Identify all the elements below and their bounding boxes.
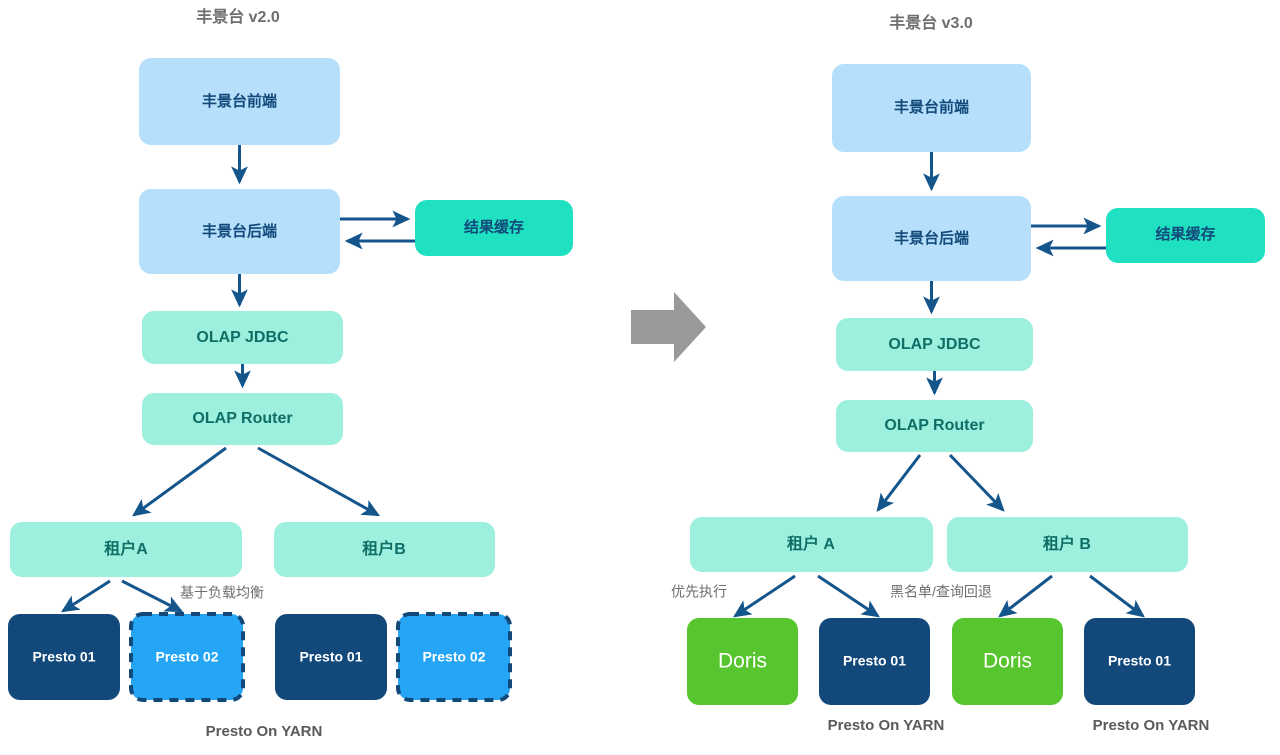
footer-presto-on-yarn-v2: Presto On YARN (206, 723, 323, 740)
node-frontend-v2[interactable]: 丰景台前端 (139, 58, 340, 145)
node-olap-router-v2[interactable]: OLAP Router (142, 393, 343, 445)
node-tenant-a-v2-label: 租户A (104, 539, 148, 558)
node-olap-router-v2-shape (142, 393, 343, 445)
node-presto02-b-v2-label: Presto 02 (422, 649, 485, 665)
edge-label-load-balance-v2: 基于负载均衡 (180, 585, 264, 601)
node-tenant-b-v3-label: 租户 B (1043, 534, 1091, 553)
node-tenant-a-v3-shape (690, 517, 933, 572)
edge-tenant-a-to-presto01-v3 (817, 574, 880, 618)
edge-router-to-tenant-a-v3 (876, 454, 922, 512)
panel-v2: 丰景台 v2.0 丰景台前端 丰景台后端 结果缓存 OLAP JDBC (8, 7, 573, 740)
node-tenant-a-v3-label: 租户 A (787, 534, 835, 553)
panel-title-v3: 丰景台 v3.0 (889, 13, 973, 32)
node-presto01-b-v3[interactable]: Presto 01 (1084, 618, 1195, 705)
node-olap-jdbc-v3[interactable]: OLAP JDBC (836, 318, 1033, 371)
node-frontend-v2-label: 丰景台前端 (202, 92, 277, 110)
node-presto01-a-v3-shape (819, 618, 930, 705)
node-doris-a-v3-shape (687, 618, 798, 705)
node-backend-v2[interactable]: 丰景台后端 (139, 189, 340, 274)
node-tenant-a-v3[interactable]: 租户 A (690, 517, 933, 572)
node-presto01-a-v2-shape (8, 614, 120, 700)
node-presto02-b-v2[interactable]: Presto 02 (396, 612, 512, 702)
node-tenant-b-v3-shape (947, 517, 1188, 572)
node-backend-v3[interactable]: 丰景台后端 (832, 196, 1031, 281)
node-backend-v3-shape (832, 196, 1031, 281)
right-arrow-icon-shape (631, 292, 706, 362)
node-olap-router-v3[interactable]: OLAP Router (836, 400, 1033, 452)
node-tenant-b-v3[interactable]: 租户 B (947, 517, 1188, 572)
node-tenant-b-v2[interactable]: 租户B (274, 522, 495, 577)
node-backend-v2-shape (139, 189, 340, 274)
edge-tenant-a-to-presto02-v2 (121, 579, 184, 613)
footer-presto-on-yarn-b-v3: Presto On YARN (1093, 717, 1210, 734)
node-presto01-b-v2[interactable]: Presto 01 (275, 614, 387, 700)
edge-tenant-a-to-doris-v3 (733, 574, 796, 618)
node-frontend-v2-shape (139, 58, 340, 145)
node-olap-router-v3-label: OLAP Router (884, 417, 984, 434)
node-frontend-v3-shape (832, 64, 1031, 152)
node-frontend-v3-label: 丰景台前端 (894, 98, 969, 116)
edge-router-to-tenant-b-v3 (948, 453, 1005, 512)
node-presto01-b-v3-shape (1084, 618, 1195, 705)
node-presto01-b-v2-label: Presto 01 (299, 649, 362, 665)
edge-tenant-b-to-doris-v3 (998, 574, 1053, 618)
node-olap-jdbc-v3-shape (836, 318, 1033, 371)
node-presto02-a-v2[interactable]: Presto 02 (129, 612, 245, 702)
node-doris-a-v3[interactable]: Doris (687, 618, 798, 705)
node-olap-router-v2-label: OLAP Router (192, 410, 292, 427)
node-presto02-b-v2-shape (396, 612, 512, 702)
node-cache-v3-label: 结果缓存 (1155, 225, 1215, 243)
edge-label-priority-exec-v3: 优先执行 (671, 584, 727, 600)
node-backend-v3-label: 丰景台后端 (894, 229, 969, 247)
node-tenant-a-v2[interactable]: 租户A (10, 522, 242, 577)
node-frontend-v3[interactable]: 丰景台前端 (832, 64, 1031, 152)
node-olap-jdbc-v2-label: OLAP JDBC (196, 329, 289, 346)
footer-presto-on-yarn-a-v3: Presto On YARN (828, 717, 945, 734)
node-tenant-b-v2-shape (274, 522, 495, 577)
node-presto02-a-v2-shape (129, 612, 245, 702)
node-presto01-a-v3-label: Presto 01 (843, 653, 906, 669)
edge-label-blacklist-fallback-v3: 黑名单/查询回退 (890, 584, 992, 600)
node-olap-jdbc-v3-label: OLAP JDBC (888, 336, 981, 353)
edge-tenant-b-to-presto01-v3 (1089, 574, 1145, 618)
node-olap-jdbc-v2[interactable]: OLAP JDBC (142, 311, 343, 364)
node-presto01-b-v3-label: Presto 01 (1108, 653, 1171, 669)
edge-router-to-tenant-a-v2 (132, 446, 227, 517)
edge-tenant-a-to-presto01-v2 (60, 579, 111, 613)
node-presto01-a-v3[interactable]: Presto 01 (819, 618, 930, 705)
node-olap-router-v3-shape (836, 400, 1033, 452)
node-cache-v2-label: 结果缓存 (464, 218, 524, 236)
node-presto01-b-v2-shape (275, 614, 387, 700)
node-cache-v2[interactable]: 结果缓存 (415, 200, 573, 256)
node-backend-v2-label: 丰景台后端 (202, 222, 277, 240)
right-arrow-icon (631, 292, 706, 362)
node-presto01-a-v2[interactable]: Presto 01 (8, 614, 120, 700)
node-tenant-b-v2-label: 租户B (362, 539, 406, 558)
panel-title-v2: 丰景台 v2.0 (196, 7, 280, 26)
node-doris-b-v3[interactable]: Doris (952, 618, 1063, 705)
node-olap-jdbc-v2-shape (142, 311, 343, 364)
node-presto02-a-v2-label: Presto 02 (155, 649, 218, 665)
node-doris-b-v3-shape (952, 618, 1063, 705)
node-cache-v3-shape (1106, 208, 1265, 263)
panel-v3: 丰景台 v3.0 丰景台前端 丰景台后端 结果缓存 OLAP JDBC (671, 13, 1265, 734)
node-cache-v3[interactable]: 结果缓存 (1106, 208, 1265, 263)
node-doris-b-v3-label: Doris (983, 650, 1032, 673)
edge-router-to-tenant-b-v2 (257, 446, 381, 517)
node-doris-a-v3-label: Doris (718, 650, 767, 673)
node-presto01-a-v2-label: Presto 01 (32, 649, 95, 665)
node-tenant-a-v2-shape (10, 522, 242, 577)
node-cache-v2-shape (415, 200, 573, 256)
